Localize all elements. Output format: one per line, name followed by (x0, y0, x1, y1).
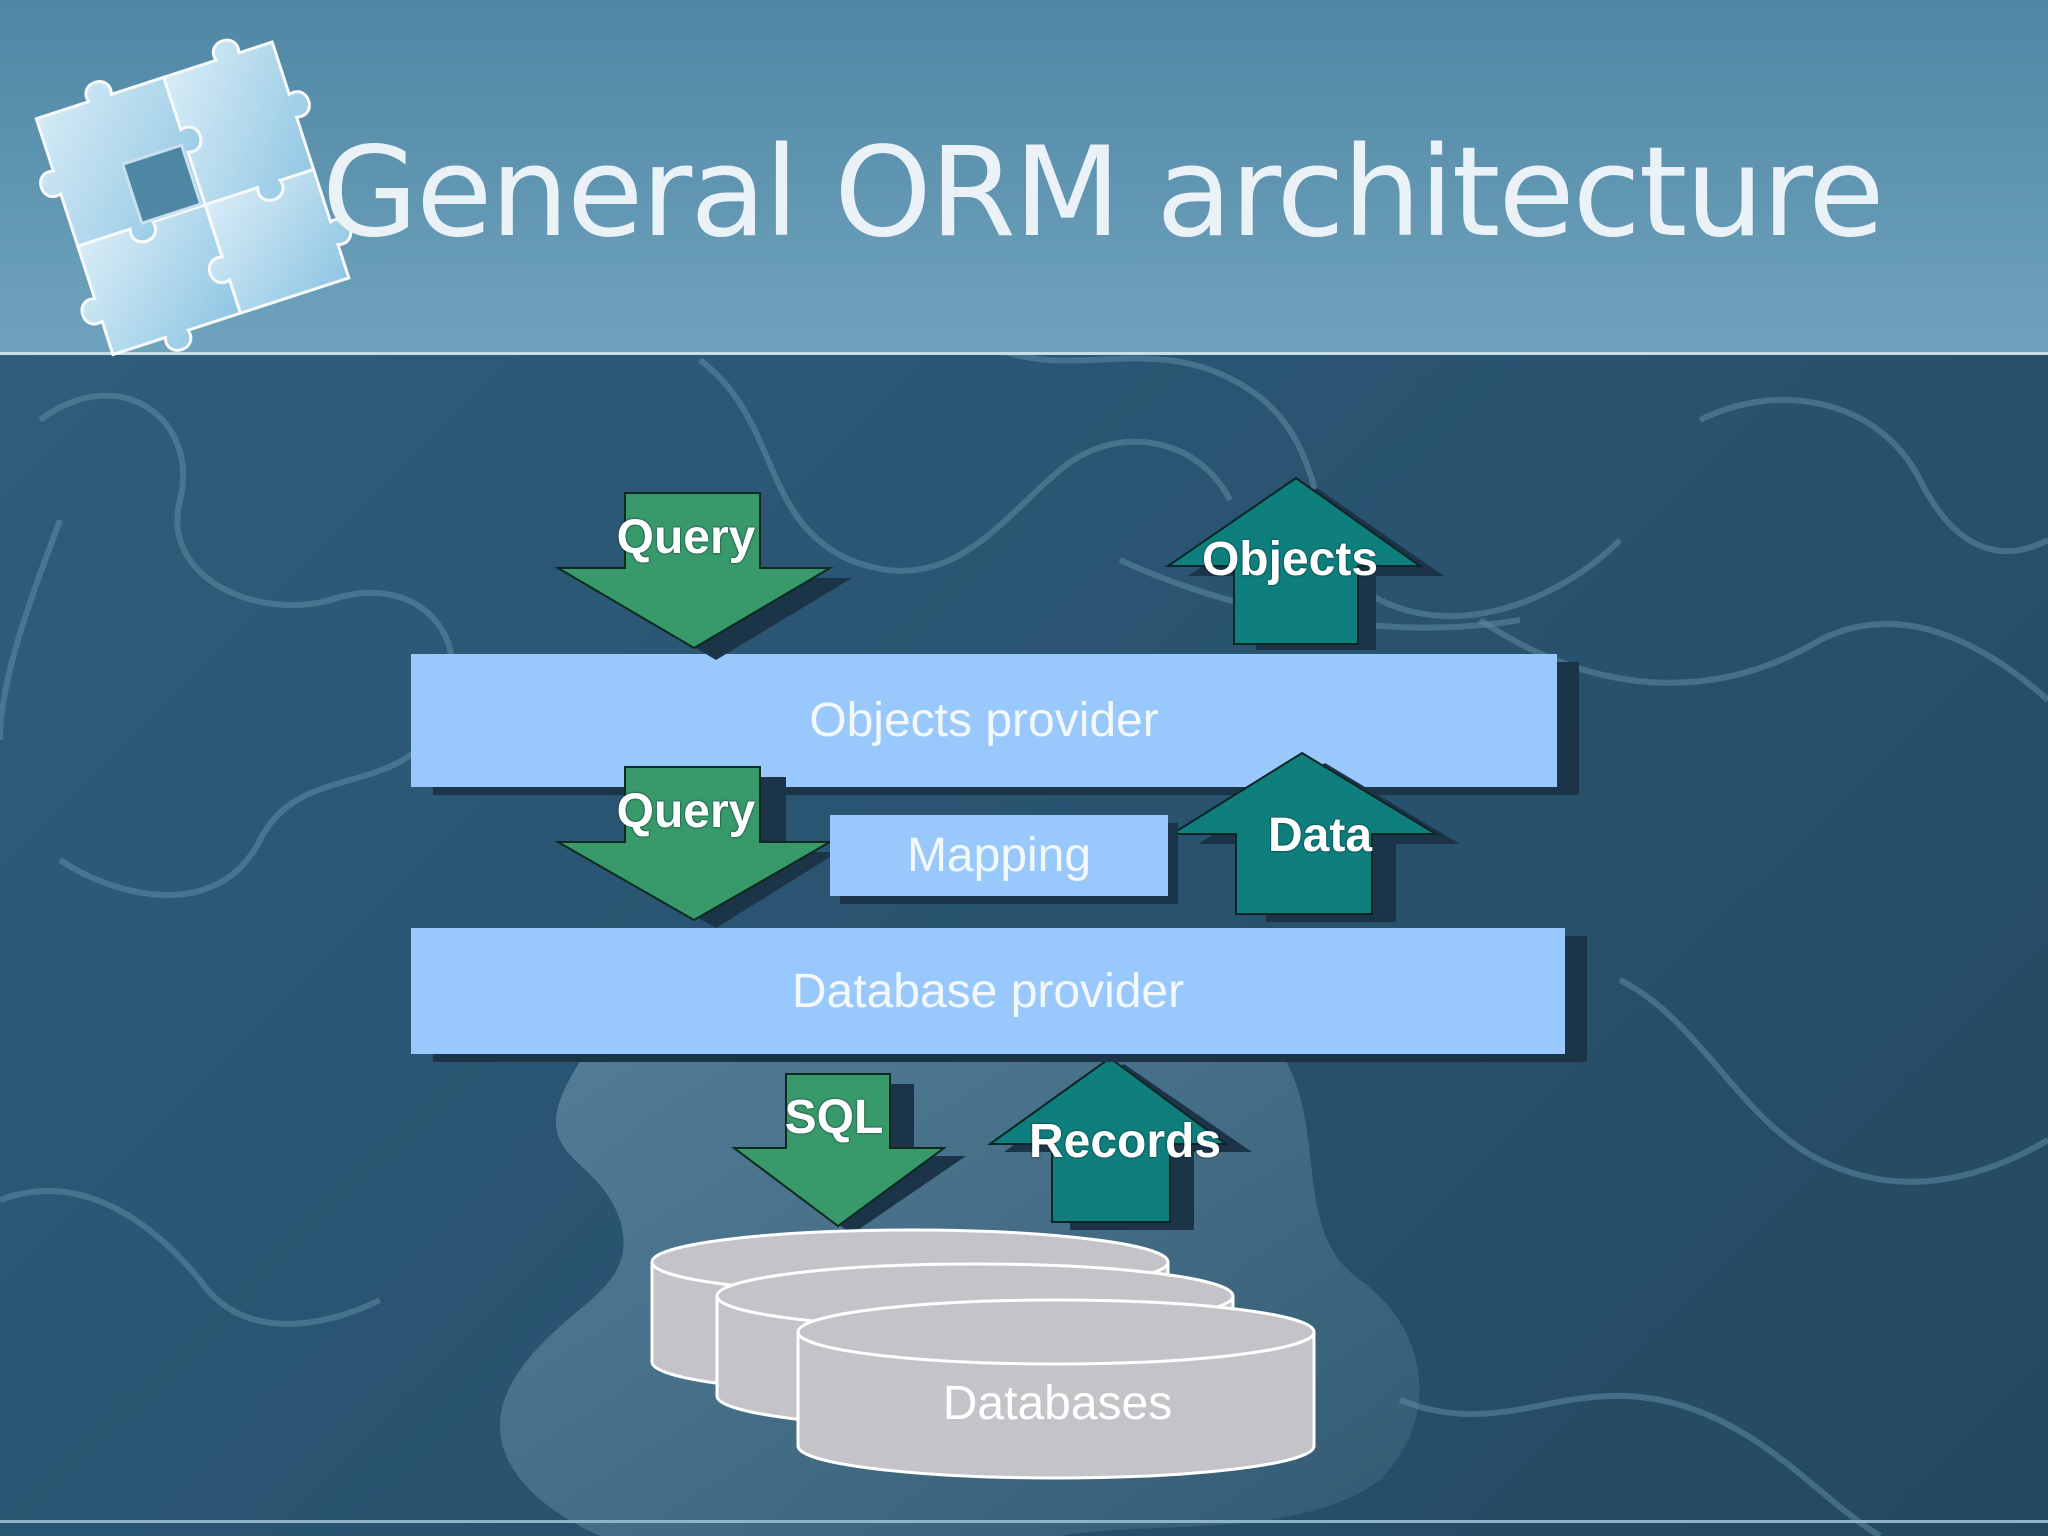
sql-label: SQL (784, 1091, 884, 1144)
bottom-divider (0, 1520, 2048, 1523)
objects-provider-layer: Objects provider (411, 654, 1557, 787)
mapping-label: Mapping (906, 829, 1092, 882)
query-label-top: Query (616, 511, 756, 564)
database-provider-layer: Database provider (411, 928, 1565, 1054)
records-up-arrow (986, 1056, 1230, 1223)
data-up-arrow (1168, 751, 1440, 915)
records-label: Records (1028, 1115, 1222, 1168)
databases-label: Databases (942, 1377, 1173, 1430)
query-label-mid: Query (616, 785, 756, 838)
database-cylinder-front (796, 1298, 1316, 1480)
objects-label: Objects (1201, 533, 1379, 586)
title-band (0, 0, 2048, 355)
query-down-arrow-mid (554, 766, 834, 922)
objects-up-arrow (1164, 476, 1424, 645)
database-cylinder-icon (650, 1228, 1316, 1480)
database-provider-label: Database provider (791, 964, 1185, 1018)
slide-title: General ORM architecture (322, 121, 1885, 265)
query-down-arrow-top (554, 492, 834, 650)
objects-provider-label: Objects provider (809, 694, 1159, 747)
puzzle-pieces-icon (34, 38, 353, 357)
mapping-layer: Mapping (830, 815, 1168, 896)
data-label: Data (1267, 809, 1373, 862)
sql-down-arrow (731, 1073, 948, 1228)
